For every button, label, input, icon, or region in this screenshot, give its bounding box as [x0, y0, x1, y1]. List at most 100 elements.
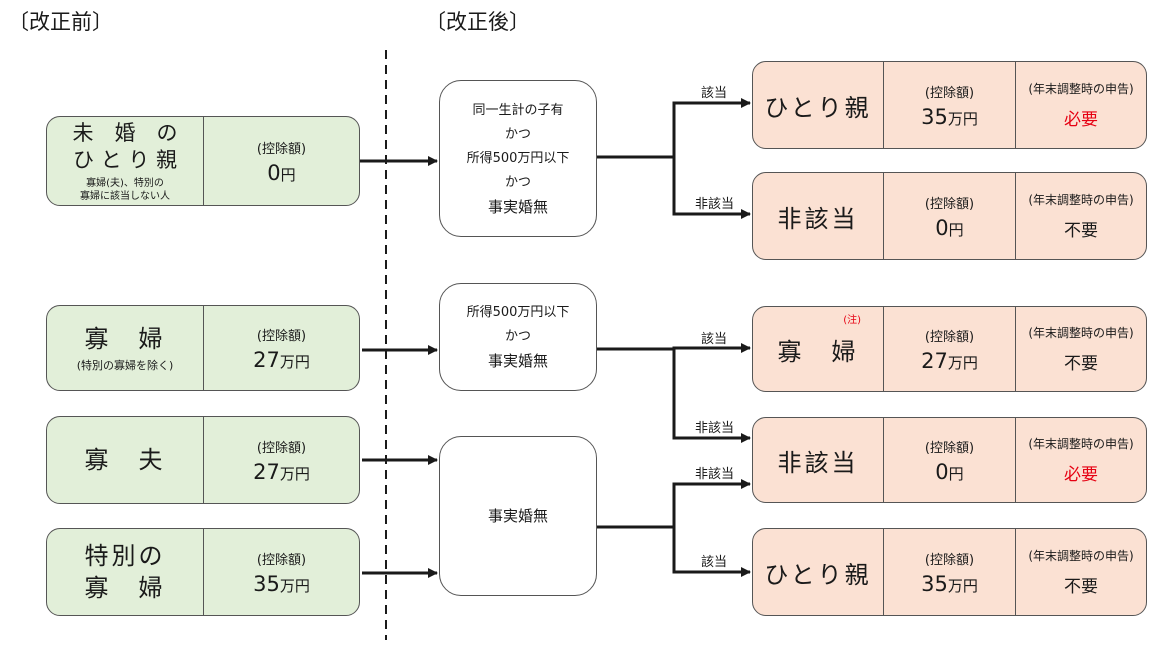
condition-box-income-no-marriage: 所得500万円以下 かつ 事実婚無 [439, 283, 597, 391]
after-name: ひとり親 [764, 560, 872, 589]
amount-label: (控除額) [256, 552, 307, 568]
after-amount-cell: (控除額) 0円 [883, 418, 1015, 502]
before-name-line: 未 婚 の [72, 120, 178, 145]
amount-value: 0円 [935, 459, 964, 484]
branch-cond1-no [672, 157, 751, 219]
after-declaration-cell: (年末調整時の申告) 不要 [1015, 307, 1146, 391]
after-name: 非該当 [777, 448, 859, 477]
branch-cond1 [597, 98, 751, 159]
after-amount-cell: (控除額) 35万円 [883, 62, 1015, 148]
after-name-cell: (注) 寡 婦 [753, 307, 883, 391]
branch-cond2 [597, 343, 751, 353]
branch-cond3-yes [672, 527, 751, 577]
before-amount-cell: (控除額) 27万円 [203, 417, 359, 503]
before-name-line: 寡 婦 [84, 574, 166, 602]
amount-label: (控除額) [256, 141, 307, 157]
branch-label-applies: 該当 [701, 86, 728, 101]
before-name-line: ひ と り 親 [72, 147, 178, 172]
amount-label: (控除額) [256, 440, 307, 456]
after-box-not-applicable: 非該当 (控除額) 0円 (年末調整時の申告) 必要 [752, 417, 1147, 503]
condition-line: 事実婚無 [487, 197, 548, 216]
branch-label-applies: 該当 [701, 332, 728, 347]
declaration-label: (年末調整時の申告) [1028, 193, 1134, 207]
amount-value: 0円 [935, 215, 964, 240]
condition-line: 事実婚無 [487, 507, 548, 525]
after-declaration-cell: (年末調整時の申告) 必要 [1015, 418, 1146, 502]
declaration-value: 不要 [1064, 354, 1098, 374]
header-after-reform: 〔改正後〕 [425, 10, 530, 34]
after-name: 非該当 [777, 204, 859, 233]
amount-label: (控除額) [256, 328, 307, 344]
declaration-label: (年末調整時の申告) [1028, 82, 1134, 96]
before-name-note: 寡婦(夫)、特別の [86, 177, 164, 189]
amount-label: (控除額) [924, 440, 975, 456]
after-name-cell: ひとり親 [753, 529, 883, 615]
after-declaration-cell: (年末調整時の申告) 必要 [1015, 62, 1146, 148]
branch-cond3 [597, 479, 751, 529]
footnote-marker: (注) [843, 315, 861, 326]
before-box-special-widow: 特別の 寡 婦 (控除額) 35万円 [46, 528, 360, 616]
condition-line: 同一生計の子有 [472, 102, 564, 118]
amount-label: (控除額) [924, 552, 975, 568]
before-name-note: 寡婦に該当しない人 [80, 190, 170, 202]
before-amount-cell: (控除額) 0円 [203, 117, 359, 205]
before-name-line: 寡 夫 [84, 446, 166, 474]
condition-line: かつ [504, 174, 531, 190]
condition-box-no-marriage: 事実婚無 [439, 436, 597, 596]
before-name-note: (特別の寡婦を除く) [76, 359, 174, 372]
amount-label: (控除額) [924, 85, 975, 101]
after-amount-cell: (控除額) 27万円 [883, 307, 1015, 391]
declaration-label: (年末調整時の申告) [1028, 549, 1134, 563]
before-name-line: 特別の [84, 542, 166, 570]
after-box-not-applicable: 非該当 (控除額) 0円 (年末調整時の申告) 不要 [752, 172, 1147, 260]
before-name-cell: 未 婚 の ひ と り 親 寡婦(夫)、特別の 寡婦に該当しない人 [47, 117, 203, 205]
declaration-value: 必要 [1064, 465, 1098, 485]
branch-label-not-applies: 非該当 [695, 467, 735, 482]
amount-value: 35万円 [253, 571, 310, 596]
condition-line: かつ [504, 329, 531, 344]
declaration-label: (年末調整時の申告) [1028, 437, 1134, 451]
after-name-cell: 非該当 [753, 418, 883, 502]
declaration-value: 不要 [1064, 577, 1098, 597]
branch-label-not-applies: 非該当 [695, 421, 735, 436]
before-box-widower: 寡 夫 (控除額) 27万円 [46, 416, 360, 504]
amount-label: (控除額) [924, 196, 975, 212]
amount-value: 0円 [267, 160, 296, 185]
amount-value: 35万円 [921, 104, 978, 129]
condition-line: 事実婚無 [487, 352, 548, 370]
condition-box-child-income-no-marriage: 同一生計の子有 かつ 所得500万円以下 かつ 事実婚無 [439, 80, 597, 237]
before-amount-cell: (控除額) 27万円 [203, 306, 359, 390]
branch-cond2-no [672, 349, 751, 443]
after-box-single-parent: ひとり親 (控除額) 35万円 (年末調整時の申告) 不要 [752, 528, 1147, 616]
header-before-reform: 〔改正前〕 [8, 10, 113, 34]
after-box-single-parent: ひとり親 (控除額) 35万円 (年末調整時の申告) 必要 [752, 61, 1147, 149]
after-amount-cell: (控除額) 0円 [883, 173, 1015, 259]
before-box-widow: 寡 婦 (特別の寡婦を除く) (控除額) 27万円 [46, 305, 360, 391]
before-box-unmarried-single-parent: 未 婚 の ひ と り 親 寡婦(夫)、特別の 寡婦に該当しない人 (控除額) … [46, 116, 360, 206]
declaration-value: 必要 [1064, 110, 1098, 130]
amount-value: 35万円 [921, 571, 978, 596]
before-name-cell: 寡 夫 [47, 417, 203, 503]
before-amount-cell: (控除額) 35万円 [203, 529, 359, 615]
amount-value: 27万円 [921, 348, 978, 373]
before-name-cell: 寡 婦 (特別の寡婦を除く) [47, 306, 203, 390]
amount-value: 27万円 [253, 459, 310, 484]
before-name-cell: 特別の 寡 婦 [47, 529, 203, 615]
after-declaration-cell: (年末調整時の申告) 不要 [1015, 529, 1146, 615]
after-name-cell: 非該当 [753, 173, 883, 259]
after-declaration-cell: (年末調整時の申告) 不要 [1015, 173, 1146, 259]
after-box-widow: (注) 寡 婦 (控除額) 27万円 (年末調整時の申告) 不要 [752, 306, 1147, 392]
after-name: 寡 婦 [777, 337, 859, 366]
amount-value: 27万円 [253, 347, 310, 372]
after-name-cell: ひとり親 [753, 62, 883, 148]
condition-line: 所得500万円以下 [466, 305, 570, 320]
before-name-line: 寡 婦 [84, 325, 166, 353]
declaration-value: 不要 [1064, 221, 1098, 241]
branch-label-not-applies: 非該当 [695, 197, 735, 212]
after-name: ひとり親 [764, 93, 872, 122]
amount-label: (控除額) [924, 329, 975, 345]
branch-label-applies: 該当 [701, 555, 728, 570]
after-amount-cell: (控除額) 35万円 [883, 529, 1015, 615]
condition-line: 所得500万円以下 [466, 150, 570, 166]
